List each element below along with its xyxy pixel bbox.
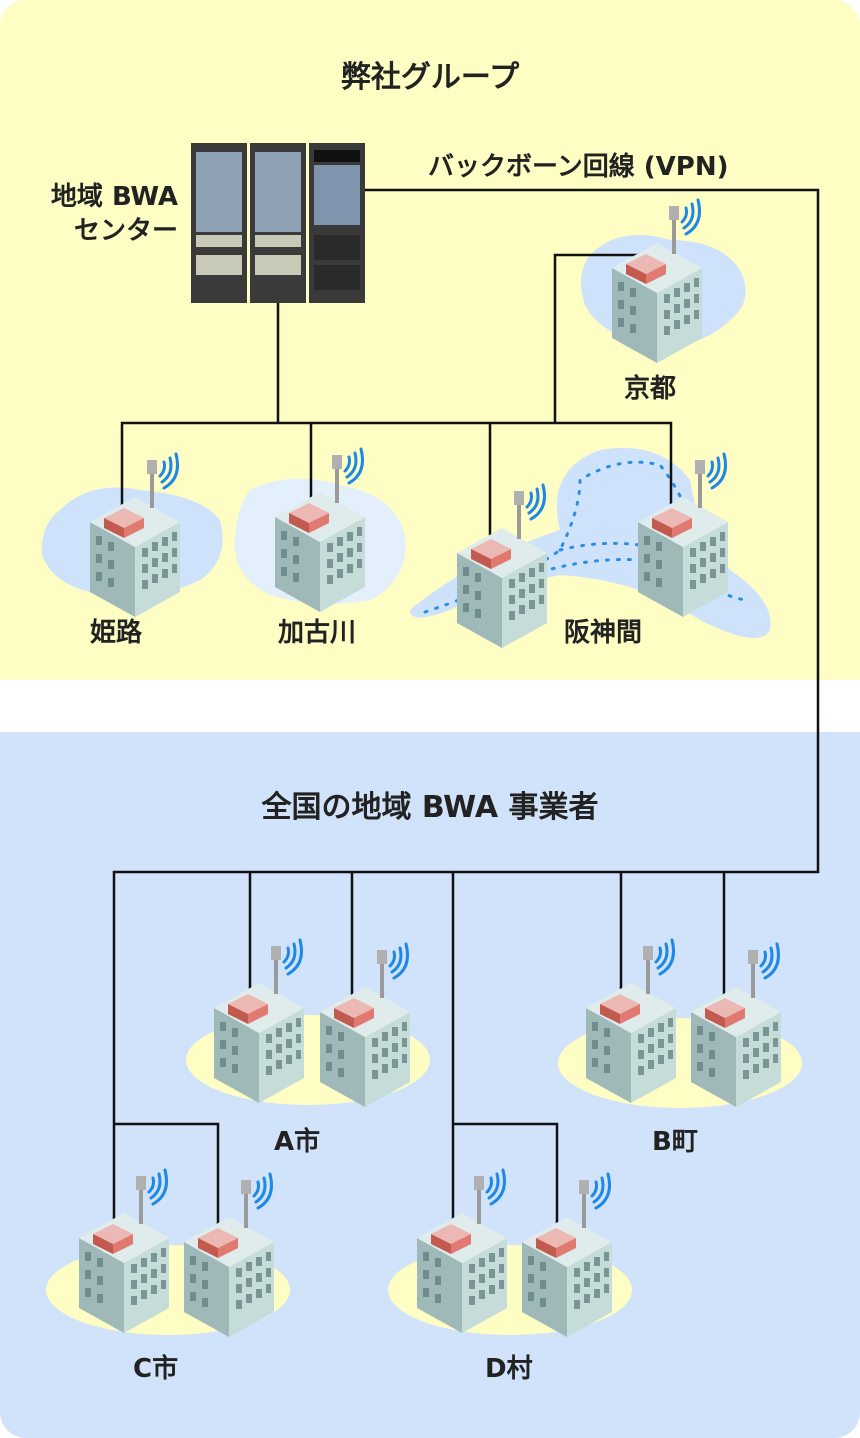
building-icon-c-city-1 xyxy=(77,1168,171,1335)
building-icon-a-city-1 xyxy=(212,938,306,1105)
company-group-title: 弊社グループ xyxy=(340,60,520,95)
building-icon-b-town-2 xyxy=(689,942,783,1109)
site-label-a-city: A市 xyxy=(274,1127,321,1157)
site-label-kyoto: 京都 xyxy=(624,374,677,404)
site-label-hanshin: 阪神間 xyxy=(564,618,643,648)
backbone-label: バックボーン回線 (VPN) xyxy=(428,152,729,182)
national-operators-title: 全国の地域 BWA 事業者 xyxy=(261,790,599,825)
network-lines xyxy=(112,188,820,1232)
building-icon-himeji xyxy=(88,452,182,619)
center-label-line2: センター xyxy=(73,216,178,246)
building-icon-d-village-1 xyxy=(415,1168,509,1335)
building-icon-c-city-2 xyxy=(182,1172,276,1339)
server-rack-icon xyxy=(191,143,365,303)
building-icon-kakogawa xyxy=(273,447,367,614)
site-label-b-town: B町 xyxy=(652,1127,698,1157)
site-label-himeji: 姫路 xyxy=(90,618,143,648)
site-label-d-village: D村 xyxy=(485,1354,533,1384)
center-label-line1: 地域 BWA xyxy=(50,182,178,212)
building-icon-hanshin-1 xyxy=(455,483,549,650)
building-icon-d-village-2 xyxy=(520,1172,614,1339)
building-icon-a-city-2 xyxy=(318,942,412,1109)
site-label-kakogawa: 加古川 xyxy=(278,618,357,648)
building-icon-kyoto xyxy=(610,198,704,365)
site-label-c-city: C市 xyxy=(133,1354,179,1384)
building-icon-b-town-1 xyxy=(584,938,678,1105)
